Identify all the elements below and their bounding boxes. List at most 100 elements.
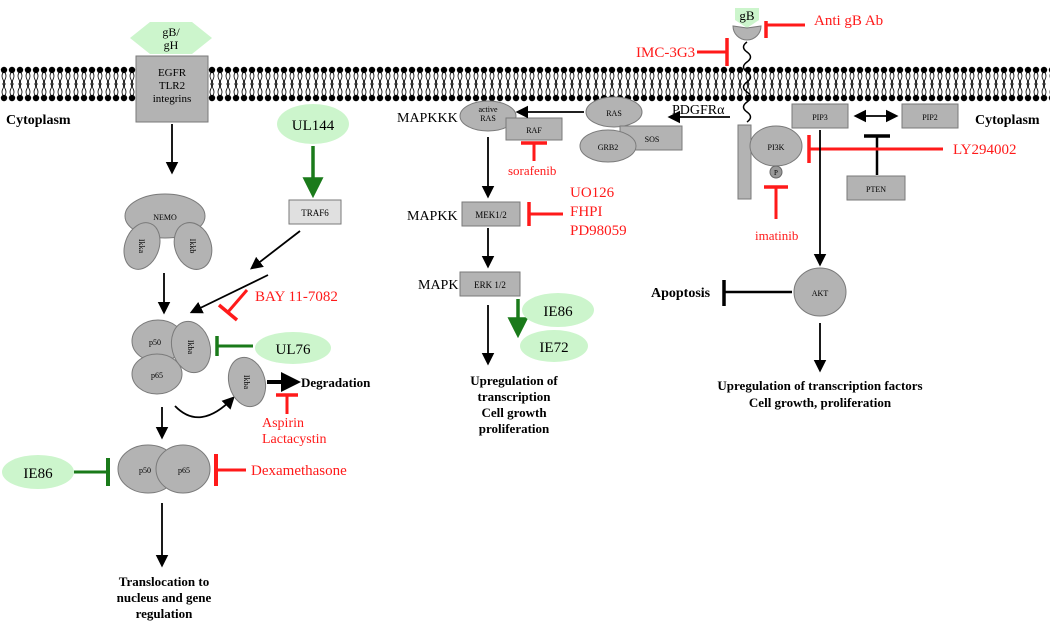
gb-label: gB (739, 8, 755, 23)
text-line: regulation (136, 606, 194, 621)
text-line: gH (164, 38, 179, 52)
text-line: FHPI (570, 204, 603, 220)
ul144-label: UL144 (292, 118, 335, 134)
text-line: transcription (478, 389, 552, 404)
phospho-label: P (774, 169, 778, 177)
text-line: Lactacystin (262, 432, 327, 447)
anti-gb-ab-label: Anti gB Ab (814, 13, 883, 29)
akt-label: AKT (812, 289, 829, 298)
aspirin-inhibition (276, 393, 298, 414)
ikkb-node (173, 222, 213, 270)
ikkb-label: Ikkb (188, 239, 197, 254)
text-line: integrins (153, 93, 192, 105)
erk-node (459, 271, 521, 297)
ie86-inhibition-nfkb (74, 458, 110, 486)
p65-node-free (155, 444, 211, 494)
sos-label: SOS (645, 135, 660, 144)
grb2-label: GRB2 (598, 143, 618, 152)
ikba-label-free: Ikba (242, 375, 251, 390)
sorafenib-inhibition (521, 141, 547, 161)
arrow-traf6-ikba (250, 230, 301, 270)
pten-inhibition (864, 134, 890, 175)
gb-receptor-cup (732, 25, 762, 41)
gb-gh-label: gB/gH (162, 25, 180, 52)
ikka-node (123, 222, 161, 270)
pi3k-label: PI3K (768, 143, 785, 152)
ie86-label-nfkb: IE86 (23, 466, 53, 482)
mapk-label: MAPK (418, 278, 458, 293)
text-line: Upregulation of (470, 373, 558, 388)
ras-node (585, 96, 643, 128)
phospho-node (769, 165, 783, 179)
ie86-protein-nfkb (2, 455, 74, 489)
text-line: active (478, 105, 498, 114)
ul144-protein (277, 104, 349, 144)
ikba-node-bound (170, 320, 212, 374)
arrow-release-ikba (174, 396, 235, 419)
cytoplasm-label-left: Cytoplasm (6, 113, 71, 128)
text-line: Aspirin (262, 416, 304, 431)
mek-inhibition (527, 202, 563, 226)
imc-3g3-inhibition (697, 38, 729, 66)
gb-ligand (735, 8, 759, 28)
text-line: Translocation to (119, 574, 209, 589)
erk-label: ERK 1/2 (474, 280, 506, 290)
ul76-inhibition (215, 336, 253, 356)
akt-node (793, 267, 847, 317)
degradation-label: Degradation (301, 375, 371, 390)
ikba-label-bound: Ikba (186, 340, 195, 355)
text-line: UO126 (570, 185, 615, 201)
pten-label: PTEN (866, 185, 886, 194)
grb2-node (579, 129, 637, 163)
nemo-label: NEMO (153, 213, 177, 222)
p50-label: p50 (149, 338, 161, 347)
pip2-label: PIP2 (922, 113, 938, 122)
p50-label-free: p50 (139, 466, 151, 475)
ie86-label-mapk: IE86 (543, 304, 573, 320)
ikka-label: Ikka (137, 239, 146, 254)
text-line: EGFR (158, 67, 187, 79)
ie72-protein (520, 330, 588, 362)
ras-label: RAS (606, 109, 622, 118)
ly294002-label: LY294002 (953, 142, 1017, 158)
apoptosis-inhibition (722, 280, 792, 306)
gb-gh-ligand (130, 22, 212, 54)
apoptosis-label: Apoptosis (651, 286, 711, 301)
dexamethasone-inhibition (214, 454, 246, 486)
p65-label: p65 (151, 371, 163, 380)
pip3-node (791, 103, 849, 129)
arrow-ikk-ikba (189, 274, 269, 314)
imatinib-label: imatinib (755, 228, 798, 243)
mapkkk-label: MAPKKK (397, 111, 458, 126)
bay-inhibition (217, 289, 249, 322)
imc-3g3-label: IMC-3G3 (636, 45, 695, 61)
pip3-label: PIP3 (812, 113, 828, 122)
pdgfr-label: PDGFRα (672, 103, 725, 118)
text-line: TLR2 (159, 80, 185, 92)
receptor-egfr-tlr2-integrins (135, 55, 209, 123)
mapkk-label: MAPKK (407, 209, 458, 224)
ikba-node-free (227, 356, 267, 408)
traf6-node (288, 199, 342, 225)
text-line: nucleus and gene (117, 590, 212, 605)
ly294002-inhibition (807, 135, 943, 163)
anti-gb-inhibition (764, 21, 805, 38)
imatinib-inhibition (764, 185, 788, 219)
mek-label: MEK1/2 (475, 210, 507, 220)
mek-node (461, 201, 521, 227)
text-line: Cell growth (481, 405, 547, 420)
pten-node (846, 175, 906, 201)
text-line: gB/ (162, 25, 180, 39)
p65-node (131, 353, 183, 395)
text-line: RAS (480, 114, 496, 123)
bay-11-7082-label: BAY 11-7082 (255, 289, 338, 305)
ie86-protein-mapk (522, 293, 594, 327)
cytoplasm-label-right: Cytoplasm (975, 113, 1040, 128)
